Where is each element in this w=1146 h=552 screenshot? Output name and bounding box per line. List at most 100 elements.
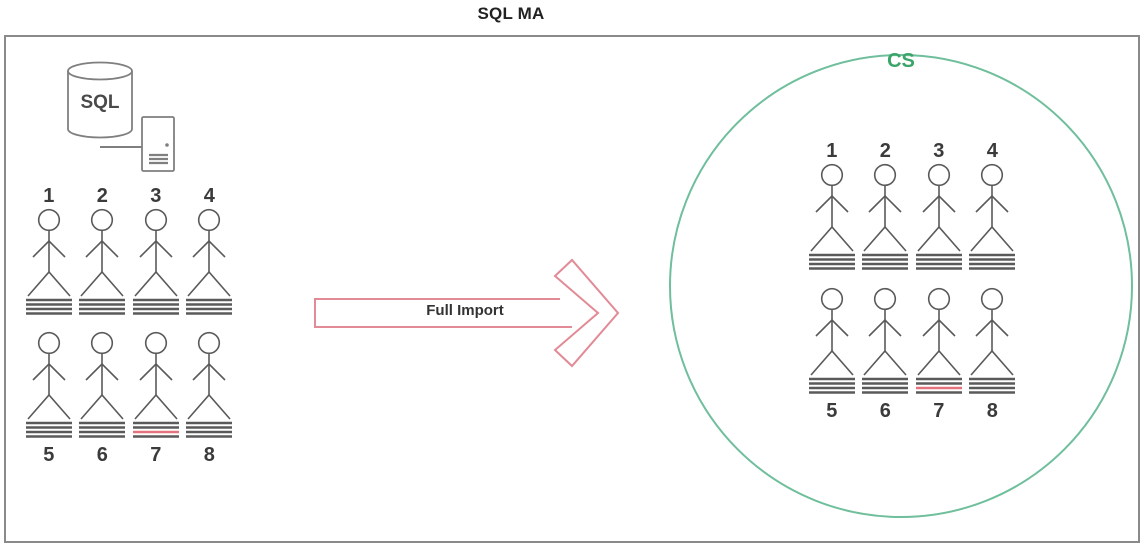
arrow-shaft	[314, 298, 572, 328]
person-figure: 4	[966, 139, 1020, 275]
figure-head	[198, 208, 221, 232]
stick-figure-icon	[132, 208, 179, 315]
source-figures-row-2: 5 6 7 8	[22, 331, 236, 467]
person-figure: 2	[76, 184, 130, 320]
figure-number: 8	[203, 444, 215, 466]
figure-number: 1	[826, 140, 838, 162]
figure-arms	[975, 194, 1009, 213]
figure-head	[144, 208, 167, 232]
figure-legs	[134, 270, 178, 297]
figure-legs	[863, 349, 907, 376]
stick-figure-icon	[132, 331, 179, 438]
figure-arms	[32, 239, 66, 258]
figure-arms	[139, 362, 173, 381]
figure-legs	[80, 393, 124, 420]
cs-figures-row-2: 5 6 7 8	[805, 287, 1019, 423]
stick-figure-icon	[186, 331, 233, 438]
stick-figure-icon	[808, 287, 855, 394]
figure-head	[927, 163, 950, 187]
stick-figure-icon	[862, 287, 909, 394]
person-figure: 8	[183, 331, 237, 467]
person-figure: 5	[22, 331, 76, 467]
figure-arms	[192, 362, 226, 381]
figure-number: 2	[96, 185, 108, 207]
figure-head	[874, 287, 897, 311]
figure-legs	[187, 393, 231, 420]
figure-legs	[187, 270, 231, 297]
figure-head	[37, 331, 60, 355]
figure-number: 7	[933, 400, 945, 422]
figure-head	[198, 331, 221, 355]
stick-figure-icon	[808, 163, 855, 270]
sql-database-with-server-icon: SQL	[67, 61, 175, 172]
stick-figure-icon	[915, 287, 962, 394]
figure-head	[874, 163, 897, 187]
person-figure: 6	[76, 331, 130, 467]
figure-number: 3	[933, 140, 945, 162]
figure-number: 3	[150, 185, 162, 207]
figure-number: 7	[150, 444, 162, 466]
stick-figure-icon	[25, 208, 72, 315]
stick-figure-icon	[915, 163, 962, 270]
figure-arms	[815, 194, 849, 213]
figure-head	[91, 208, 114, 232]
figure-head	[981, 287, 1004, 311]
figure-arms	[922, 318, 956, 337]
figure-head	[981, 163, 1004, 187]
person-figure: 4	[183, 184, 237, 320]
figure-number: 5	[826, 400, 838, 422]
figure-arms	[975, 318, 1009, 337]
figure-head	[820, 163, 843, 187]
figure-arms	[139, 239, 173, 258]
stick-figure-icon	[79, 208, 126, 315]
person-figure: 7	[129, 331, 183, 467]
figure-number: 8	[986, 400, 998, 422]
figure-legs	[27, 270, 71, 297]
figure-legs	[134, 393, 178, 420]
diagram-title: SQL MA	[477, 4, 545, 23]
stick-figure-icon	[186, 208, 233, 315]
figure-number: 4	[986, 140, 998, 162]
stick-figure-icon	[969, 287, 1016, 394]
figure-number: 5	[43, 444, 55, 466]
figure-head	[144, 331, 167, 355]
server-icon	[141, 116, 175, 172]
figure-arms	[32, 362, 66, 381]
figure-legs	[917, 349, 961, 376]
stick-figure-icon	[969, 163, 1016, 270]
figure-number: 1	[43, 185, 55, 207]
person-figure: 3	[912, 139, 966, 275]
figure-number: 6	[96, 444, 108, 466]
figure-arms	[922, 194, 956, 213]
person-figure: 7	[912, 287, 966, 423]
figure-legs	[810, 225, 854, 252]
person-figure: 5	[805, 287, 859, 423]
figure-head	[927, 287, 950, 311]
person-figure: 6	[859, 287, 913, 423]
stick-figure-icon	[79, 331, 126, 438]
stick-figure-icon	[25, 331, 72, 438]
figure-number: 4	[203, 185, 215, 207]
figure-number: 6	[879, 400, 891, 422]
person-figure: 8	[966, 287, 1020, 423]
stick-figure-icon	[862, 163, 909, 270]
person-figure: 1	[805, 139, 859, 275]
arrow-label: Full Import	[426, 302, 504, 319]
figure-legs	[80, 270, 124, 297]
figure-legs	[27, 393, 71, 420]
figure-legs	[810, 349, 854, 376]
figure-arms	[868, 194, 902, 213]
figure-arms	[815, 318, 849, 337]
database-cylinder-icon	[67, 61, 133, 139]
figure-head	[91, 331, 114, 355]
cs-label: CS	[887, 50, 915, 72]
figure-head	[820, 287, 843, 311]
figure-arms	[868, 318, 902, 337]
figure-arms	[192, 239, 226, 258]
figure-legs	[970, 225, 1014, 252]
person-figure: 2	[859, 139, 913, 275]
full-import-arrow	[314, 258, 620, 368]
figure-legs	[970, 349, 1014, 376]
